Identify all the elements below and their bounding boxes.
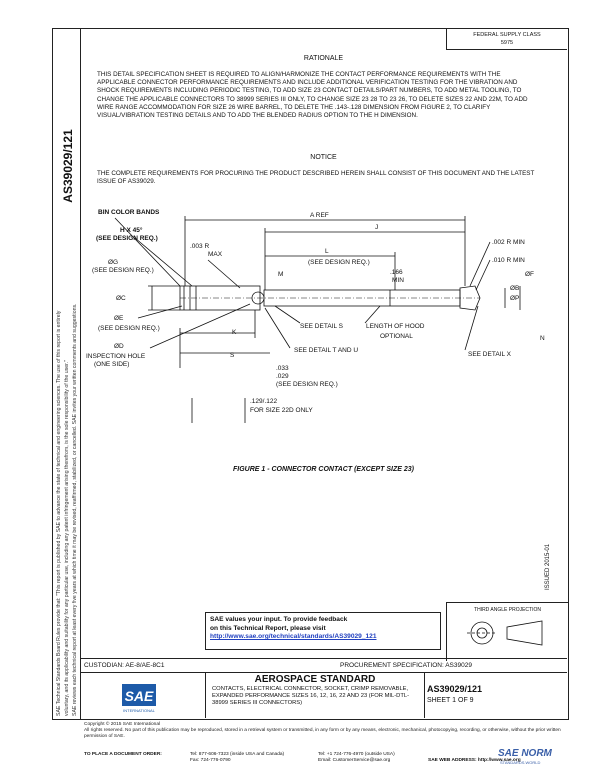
side-note-3: SAE reviews each technical report at lea…	[72, 303, 78, 717]
custodian-divider	[80, 658, 567, 659]
fig-033: .033	[276, 365, 289, 372]
footer-tel-outside: Tel: +1 724-776-4970 (outside USA)	[318, 752, 395, 757]
footer-copyright: Copyright © 2015 SAE International	[84, 722, 161, 727]
page-frame	[80, 28, 569, 720]
third-angle-label: THIRD ANGLE PROJECTION	[474, 607, 541, 613]
fig-l: L	[325, 248, 329, 255]
fig-see-detail-s: SEE DETAIL S	[300, 323, 344, 330]
fig-166-min: MIN	[392, 277, 404, 284]
sheet-number: SHEET 1 OF 9	[427, 697, 474, 704]
feedback-link[interactable]: http://www.sae.org/technical/standards/A…	[210, 633, 377, 640]
fig-max: MAX	[208, 251, 223, 258]
notice-text: THE COMPLETE REQUIREMENTS FOR PROCURING …	[97, 170, 535, 186]
fig-r003: .003 R	[190, 243, 209, 250]
feedback-box: SAE values your input. To provide feedba…	[205, 612, 441, 650]
fig-s: S	[230, 352, 235, 359]
fig-h-x45: H X 45°	[120, 226, 143, 234]
side-note-1: SAE Technical Standards Board Rules prov…	[56, 310, 62, 716]
fig-k: K	[232, 329, 237, 336]
title-divider	[80, 672, 567, 673]
rationale-text: THIS DETAIL SPECIFICATION SHEET IS REQUI…	[97, 71, 528, 120]
fig-e: ØE	[114, 315, 124, 322]
sae-logo-text: SAE	[125, 688, 154, 704]
fig-029: .029	[276, 373, 289, 380]
fig-129: .129/.122	[250, 398, 277, 405]
sae-logo-sub: INTERNATIONAL	[123, 708, 155, 713]
footer-fax: Fax: 724-776-0790	[190, 758, 231, 763]
fig-optional: OPTIONAL	[380, 333, 413, 340]
projection-symbol-icon	[467, 620, 543, 646]
document-number: AS39029/121	[427, 684, 483, 694]
fig-g: ØG	[108, 259, 118, 266]
footer-order-label: TO PLACE A DOCUMENT ORDER:	[84, 752, 162, 757]
fig-166: .166	[390, 269, 403, 276]
fig-p: ØP	[510, 295, 519, 302]
feedback-line-2: on this Technical Report, please visit	[210, 624, 326, 632]
left-margin-strip: AS39029/121	[52, 28, 81, 720]
fig-a-ref: A REF	[310, 212, 329, 219]
fig-e-sub: (SEE DESIGN REQ.)	[98, 325, 160, 332]
fig-see-detail-x: SEE DETAIL X	[468, 351, 512, 358]
connector-contact-drawing: BIN COLOR BANDS H X 45° (SEE DESIGN REQ.…	[86, 209, 545, 423]
fig-r002: .002 R MIN	[492, 239, 525, 246]
fig-j: J	[375, 224, 378, 231]
fig-m: M	[278, 271, 283, 278]
custodian: CUSTODIAN: AE-8/AE-8C1	[84, 662, 165, 669]
footer-web-address[interactable]: SAE WEB ADDRESS: http://www.sae.org	[428, 758, 521, 763]
fig-size22d: FOR SIZE 22D ONLY	[250, 407, 313, 414]
fig-f: ØF	[525, 271, 534, 278]
side-doc-id: AS39029/121	[61, 129, 75, 203]
fig-b: ØB	[510, 285, 519, 292]
fig-length-hood: LENGTH OF HOOD	[366, 323, 425, 330]
watermark-text: SAE NORM	[498, 748, 552, 759]
fig-r010: .010 R MIN	[492, 257, 525, 264]
issued-date: ISSUED 2015-01	[545, 543, 551, 590]
fig-l-sub: (SEE DESIGN REQ.)	[308, 259, 370, 266]
fig-see-detail-tu: SEE DETAIL T AND U	[294, 347, 358, 354]
sae-logo: SAE INTERNATIONAL	[122, 684, 156, 713]
procurement-spec: PROCUREMENT SPECIFICATION: AS39029	[340, 662, 472, 669]
fig-bin-color-bands: BIN COLOR BANDS	[98, 209, 160, 216]
feedback-line-1: SAE values your input. To provide feedba…	[210, 616, 348, 623]
fig-c: ØC	[116, 295, 126, 302]
contact-tip	[459, 285, 481, 311]
fig-g-sub: (SEE DESIGN REQ.)	[92, 267, 154, 274]
footer-tel-inside: Tel: 877-606-7323 (inside USA and Canada…	[190, 752, 285, 757]
fig-d: ØD	[114, 343, 124, 350]
aerospace-standard-heading: AEROSPACE STANDARD	[254, 674, 376, 685]
rationale-title: RATIONALE	[303, 55, 344, 62]
fig-n: N	[540, 335, 545, 342]
figure-caption: FIGURE 1 - CONNECTOR CONTACT (EXCEPT SIZ…	[233, 466, 414, 473]
notice-title: NOTICE	[310, 154, 337, 161]
third-angle-projection: THIRD ANGLE PROJECTION	[446, 602, 568, 661]
footer: Copyright © 2015 SAE International All r…	[84, 722, 564, 740]
fig-one-side: (ONE SIDE)	[94, 361, 129, 368]
document-subtitle: CONTACTS, ELECTRICAL CONNECTOR, SOCKET, …	[212, 686, 410, 706]
federal-supply-class: FEDERAL SUPPLY CLASS 5975	[446, 28, 567, 50]
fig-inspection-hole: INSPECTION HOLE	[86, 353, 146, 360]
fig-h-see-design: (SEE DESIGN REQ.)	[96, 235, 158, 242]
side-note-2: voluntary, and its applicability and sui…	[64, 360, 70, 716]
fig-029-sub: (SEE DESIGN REQ.)	[276, 381, 338, 388]
title-block: AEROSPACE STANDARD CONTACTS, ELECTRICAL …	[205, 672, 425, 718]
footer-email: Email: CustomerService@sae.org	[318, 758, 391, 763]
watermark-sub: STANDARDS.WORLD	[500, 760, 541, 765]
footer-rights: All rights reserved. No part of this pub…	[84, 728, 561, 739]
